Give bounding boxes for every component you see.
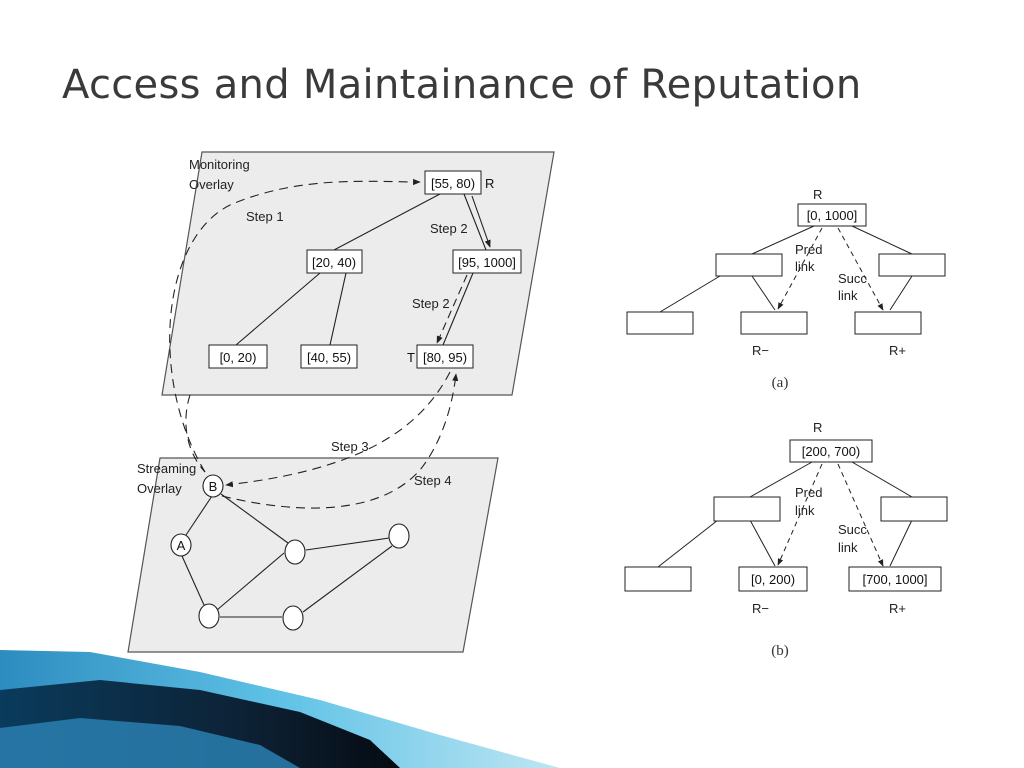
b-succ-label-2: link [838,540,858,555]
step4-arrow [221,373,459,509]
streaming-graph-peers [170,474,410,631]
a-root-value: [0, 1000] [807,208,858,223]
a-r-plus: R+ [889,343,906,358]
peer-b [202,474,224,498]
monitoring-overlay-label-2: Overlay [189,177,234,192]
peer-node [198,603,220,629]
node-root: [55, 80) [424,170,482,195]
streaming-graph-edges [181,493,393,618]
root-tag: R [485,176,494,191]
step2a-arrow [471,195,491,248]
streaming-overlay-plane [127,457,499,653]
b-r-plus: R+ [889,601,906,616]
b-root-value: [200, 700) [802,444,861,459]
b-caption: (b) [771,643,789,659]
peer-node [284,539,306,565]
step1-arrow [169,178,421,473]
peer-node [388,523,410,549]
node-rl: [80, 95) [416,344,474,369]
diagram-a: R [0, 1000] Pred link Succ link R− R+ (a… [626,187,946,391]
streaming-overlay-label-2: Overlay [137,481,182,496]
a-r-minus: R− [752,343,769,358]
step2a-label: Step 2 [430,221,468,236]
slide-title: Access and Maintainance of Reputation [62,62,862,108]
svg-text:[0, 20): [0, 20) [220,350,257,365]
svg-text:[80, 95): [80, 95) [423,350,467,365]
svg-text:[40, 55): [40, 55) [307,350,351,365]
step4-label: Step 4 [414,473,452,488]
step-arrows [169,178,491,509]
streaming-overlay-label-1: Streaming [137,461,196,476]
peer-node [282,605,304,631]
b-right-leaf: [700, 1000] [862,572,927,587]
a-pred-label-2: link [795,259,815,274]
a-pred-label-1: Pred [795,242,822,257]
monitoring-overlay-label-1: Monitoring [189,157,250,172]
a-root-label: R [813,187,822,202]
node-left: [20, 40) [306,249,363,274]
a-succ-label-2: link [838,288,858,303]
node-right: [95, 1000] [452,249,522,274]
peer-b-label: B [209,479,218,494]
step1-label: Step 1 [246,209,284,224]
svg-text:[20, 40): [20, 40) [312,255,356,270]
monitoring-tree-edges [235,193,487,346]
step3-arrow [225,371,451,488]
target-tag: T [407,350,415,365]
decorative-wave [0,650,560,768]
b-succ-label-1: Succ [838,522,867,537]
b-root-label: R [813,420,822,435]
a-succ-label-1: Succ [838,271,867,286]
step-labels: Step 1 Step 2 Step 2 Step 3 Step 4 [246,209,468,488]
b-left-leaf: [0, 200) [751,572,795,587]
step3-label: Step 3 [331,439,369,454]
monitoring-tree-nodes: [55, 80) R [20, 40) [95, 1000] [0, 20) [… [208,170,522,369]
step2b-label: Step 2 [412,296,450,311]
node-lr: [40, 55) [300,344,358,369]
streaming-overlay: Streaming Overlay [127,457,499,653]
b-pred-label-1: Pred [795,485,822,500]
peer-a [170,533,192,557]
b-pred-label-2: link [795,503,815,518]
peer-a-label: A [177,538,186,553]
svg-text:[95, 1000]: [95, 1000] [458,255,516,270]
svg-text:[55, 80): [55, 80) [431,176,475,191]
step1-tail [185,394,206,473]
b-r-minus: R− [752,601,769,616]
diagram-b: R [200, 700) [0, 200) [700, 1000] Pred l… [624,420,948,659]
node-ll: [0, 20) [208,344,268,369]
a-caption: (a) [772,375,789,391]
